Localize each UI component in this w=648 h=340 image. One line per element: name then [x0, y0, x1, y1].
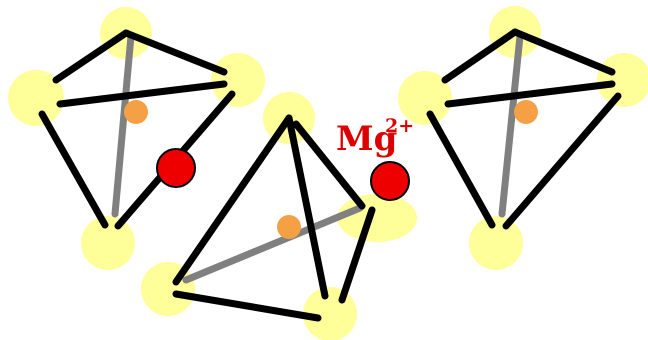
edge: [426, 110, 496, 229]
vertex: [8, 70, 64, 126]
edge: [338, 206, 376, 304]
edge: [172, 290, 322, 322]
mg-ion: [156, 148, 196, 188]
mg-ion: [370, 161, 410, 201]
vertex: [211, 53, 265, 107]
edge: [292, 120, 366, 210]
hidden-edge: [182, 204, 364, 284]
edge: [502, 92, 622, 230]
edge: [38, 110, 109, 229]
vertex: [597, 53, 648, 107]
vertex: [398, 71, 452, 125]
tetrahedron-left: [8, 7, 265, 270]
ion-charge: 2+: [385, 115, 414, 137]
vertex: [337, 194, 417, 242]
edge: [122, 29, 228, 76]
tetrahedron-center: [141, 92, 417, 340]
vertex: [81, 216, 135, 270]
edge: [52, 29, 130, 84]
center-dot: [124, 100, 148, 124]
ion-symbol: Mg: [336, 119, 397, 159]
tetrahedron-right: [398, 6, 648, 270]
edge: [285, 114, 329, 300]
ion-label: Mg 2+: [336, 115, 414, 159]
center-dot: [277, 215, 301, 239]
edge: [511, 28, 616, 76]
center-dot: [514, 100, 538, 124]
edge: [172, 114, 293, 286]
edge: [56, 80, 228, 108]
hidden-edge: [111, 32, 135, 218]
edge: [441, 28, 519, 84]
hidden-edge: [498, 32, 524, 218]
vertex: [469, 216, 523, 270]
edge: [444, 80, 616, 108]
